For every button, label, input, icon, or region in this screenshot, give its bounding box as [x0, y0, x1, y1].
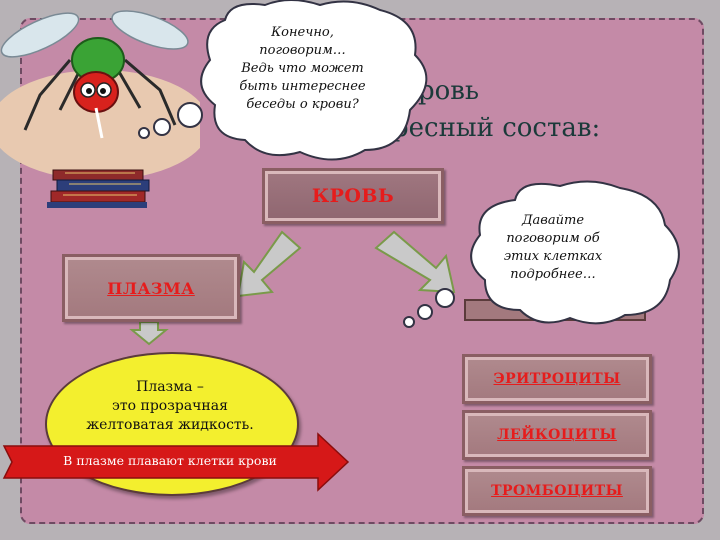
blood-box: КРОВЬ [262, 168, 444, 224]
plasma-definition-text: Плазма – это прозрачная желтоватая жидко… [86, 379, 254, 433]
cells-thought-bubble [403, 180, 680, 328]
blood-label: КРОВЬ [311, 185, 395, 207]
plasma-box: ПЛАЗМА [62, 254, 240, 322]
books-illustration [47, 169, 150, 208]
platelets-label: ТРОМБОЦИТЫ [491, 483, 623, 499]
arrow-left [236, 230, 302, 298]
arrow-right [374, 230, 456, 294]
erythrocytes-label: ЭРИТРОЦИТЫ [493, 371, 621, 387]
mosquito-thought-bubble [138, 0, 428, 161]
leukocytes-label: ЛЕЙКОЦИТЫ [497, 427, 617, 443]
leukocytes-box: ЛЕЙКОЦИТЫ [462, 410, 652, 460]
plasma-banner-text: В плазме плавают клетки крови [63, 453, 277, 468]
erythrocytes-box: ЭРИТРОЦИТЫ [462, 354, 652, 404]
platelets-box: ТРОМБОЦИТЫ [462, 466, 652, 516]
title-line-2: ресный состав: [392, 113, 601, 143]
mosquito-bubble-text: Конечно, поговорим… Ведь что может быть … [239, 25, 366, 112]
mosquito-illustration [0, 10, 200, 180]
arrow-down [129, 321, 169, 346]
cells-bubble-text: Давайте поговорим об этих клетках подроб… [503, 213, 603, 282]
plasma-label: ПЛАЗМА [107, 278, 195, 298]
title-line-1: ровь [418, 76, 480, 106]
